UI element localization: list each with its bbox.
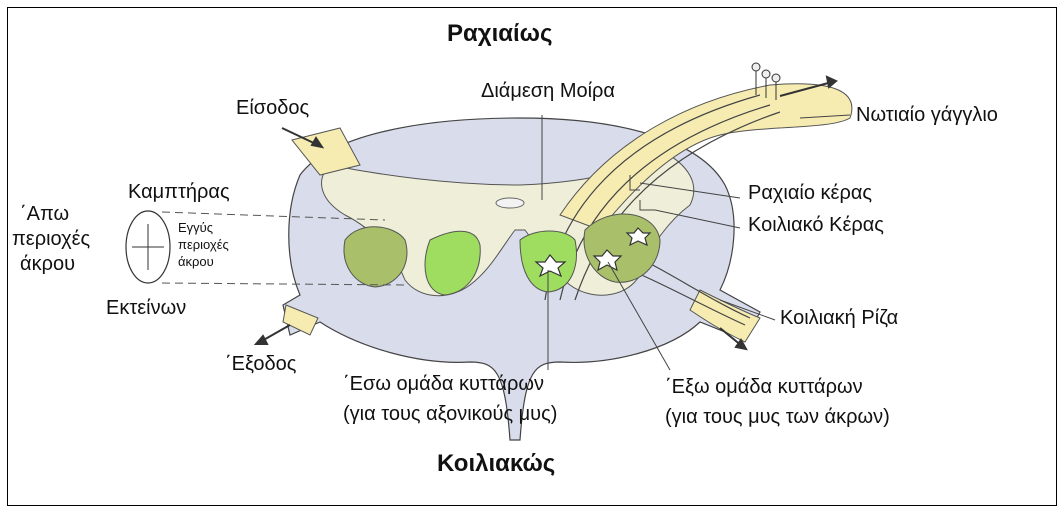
label-proximal-1: Εγγύς	[178, 220, 213, 236]
label-distal-1: ΄Απω	[20, 202, 69, 226]
label-intermediate: Διάμεση Μοίρα	[481, 79, 615, 103]
label-ventral-root: Κοιλιακή Ρίζα	[780, 306, 898, 330]
label-distal-2: περιοχές	[12, 227, 90, 251]
label-entry: Είσοδος	[236, 96, 309, 120]
label-lateral-group-2: (για τους μυς των άκρων)	[665, 405, 890, 429]
label-distal-3: άκρου	[20, 252, 75, 276]
dorsal-root	[292, 128, 360, 175]
label-lateral-group-1: ΄Εξω ομάδα κυττάρων	[665, 375, 863, 399]
title-dorsal: Ραχιαίως	[447, 20, 552, 49]
label-ventral-horn: Κοιλιακό Κέρας	[748, 213, 884, 237]
title-ventral: Κοιλιακώς	[437, 450, 555, 479]
label-dorsal-horn: Ραχιαίο κέρας	[748, 181, 872, 205]
label-medial-group-1: ΄Εσω ομάδα κυττάρων	[343, 372, 544, 396]
label-proximal-2: περιοχές	[178, 237, 229, 253]
label-exit: ΄Εξοδος	[225, 352, 296, 376]
label-medial-group-2: (για τους αξονικούς μυς)	[343, 402, 557, 426]
label-flexor: Καμπτήρας	[128, 180, 230, 204]
label-extensor: Εκτείνων	[106, 296, 186, 320]
central-canal	[496, 198, 524, 208]
label-proximal-3: άκρου	[178, 254, 214, 270]
label-ganglion: Νωτιαίο γάγγλιο	[856, 103, 998, 127]
